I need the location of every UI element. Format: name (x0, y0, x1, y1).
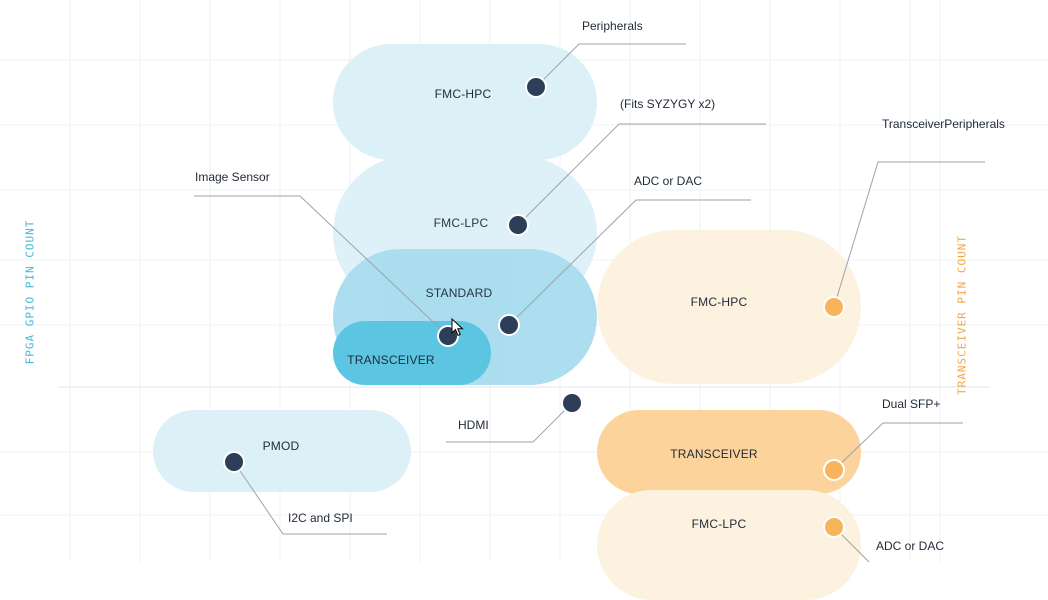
group-label: FMC-HPC (434, 87, 492, 101)
callout-hdmi: HDMI (458, 418, 489, 432)
dot-transceiver-peripherals[interactable] (823, 296, 845, 318)
group-label: PMOD (262, 439, 300, 453)
group-label: FMC-LPC (433, 216, 489, 230)
dot-fits-syzygy[interactable] (507, 214, 529, 236)
group-fmc-hpc-blue[interactable]: FMC-HPC (333, 44, 597, 160)
group-fmc-hpc-orange[interactable]: FMC-HPC (597, 230, 861, 384)
group-label: FMC-LPC (691, 517, 747, 531)
callout-transceiver-peripherals: TransceiverPeripherals (882, 117, 1005, 131)
group-label: TRANSCEIVER (670, 447, 758, 461)
group-label: TRANSCEIVER (347, 353, 435, 367)
group-transceiver-blue[interactable]: TRANSCEIVER (333, 321, 491, 385)
mouse-cursor-icon (451, 318, 464, 337)
callout-adc-dac-blue: ADC or DAC (634, 174, 703, 188)
callout-fits-syzygy: (Fits SYZYGY x2) (620, 97, 716, 111)
group-pmod-blue[interactable]: PMOD (153, 410, 411, 492)
callout-i2c-spi: I2C and SPI (288, 511, 353, 525)
callout-adc-dac-orange: ADC or DAC (876, 539, 945, 553)
group-transceiver-orange[interactable]: TRANSCEIVER (597, 410, 861, 494)
dot-peripherals[interactable] (525, 76, 547, 98)
dot-dual-sfp[interactable] (823, 459, 845, 481)
dot-adc-dac-orange[interactable] (823, 516, 845, 538)
dot-i2c-spi[interactable] (223, 451, 245, 473)
group-label: FMC-HPC (690, 295, 748, 309)
group-label: STANDARD (425, 286, 493, 300)
callout-leader-lines (194, 43, 985, 562)
callout-image-sensor: Image Sensor (195, 170, 270, 184)
dot-hdmi[interactable] (561, 392, 583, 414)
callout-peripherals: Peripherals (582, 19, 643, 33)
dot-adc-dac-blue[interactable] (498, 314, 520, 336)
callout-dual-sfp: Dual SFP+ (882, 397, 941, 411)
